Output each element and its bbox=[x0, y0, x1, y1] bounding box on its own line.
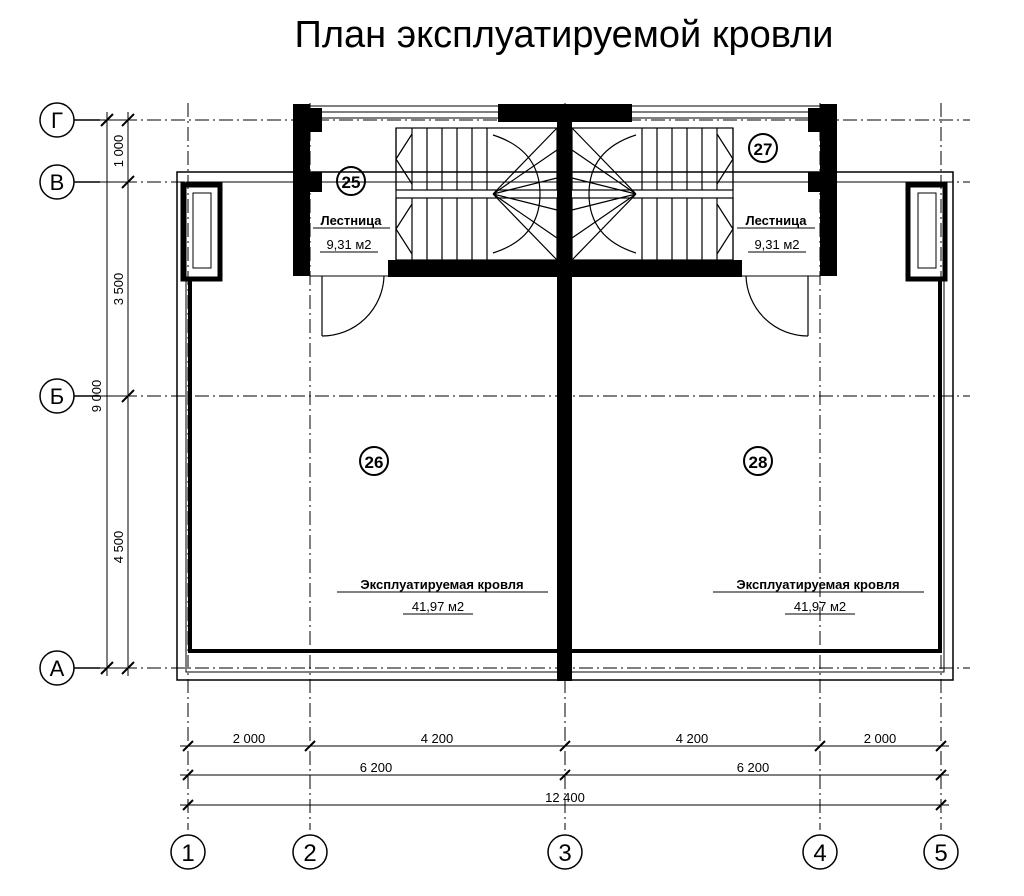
axis-label-v: В bbox=[50, 170, 65, 195]
room-area-28: 41,97 м2 bbox=[794, 599, 846, 614]
dim-h-6200-right: 6 200 bbox=[737, 760, 770, 775]
room-name-28: Эксплуатируемая кровля bbox=[736, 577, 899, 592]
stair-left bbox=[395, 127, 558, 261]
axis-label-b: Б bbox=[50, 384, 64, 409]
window-openings bbox=[310, 105, 820, 277]
dim-vertical-4500: 4 500 bbox=[111, 531, 126, 564]
stair-enclosure bbox=[293, 104, 837, 681]
room-area-26: 41,97 м2 bbox=[412, 599, 464, 614]
dim-h-2000-left: 2 000 bbox=[233, 731, 266, 746]
axis-label-g: Г bbox=[51, 108, 63, 133]
room-name-27: Лестница bbox=[745, 213, 807, 228]
left-stair-wall-pier bbox=[305, 108, 322, 132]
top-wall-segment bbox=[498, 104, 632, 122]
drawing-title: План эксплуатируемой кровли bbox=[294, 14, 834, 56]
vent-shaft-right bbox=[905, 182, 948, 282]
right-stair-wall-pier bbox=[808, 172, 825, 192]
stair-right bbox=[571, 127, 734, 261]
room-number-25: 25 bbox=[342, 173, 361, 192]
vertical-dimension-chain bbox=[99, 112, 136, 676]
left-stair-wall-pier bbox=[305, 172, 322, 192]
axis-label-3: 3 bbox=[558, 840, 571, 867]
room-area-27: 9,31 м2 bbox=[754, 237, 799, 252]
room-name-25: Лестница bbox=[320, 213, 382, 228]
dim-h-6200-left: 6 200 bbox=[360, 760, 393, 775]
axis-label-4: 4 bbox=[813, 840, 826, 867]
right-stair-wall-pier bbox=[808, 108, 825, 132]
door-right bbox=[745, 275, 809, 337]
horizontal-dimension-chain bbox=[180, 740, 949, 811]
dim-vertical-1000: 1 000 bbox=[111, 135, 126, 168]
room-name-26: Эксплуатируемая кровля bbox=[360, 577, 523, 592]
dim-vertical-total: 9 000 bbox=[89, 380, 104, 413]
room-number-26: 26 bbox=[365, 453, 384, 472]
axis-bubbles bbox=[39, 102, 959, 870]
axis-label-1: 1 bbox=[181, 840, 194, 867]
vent-shaft-left bbox=[180, 182, 223, 282]
axis-label-2: 2 bbox=[303, 840, 316, 867]
left-stair-wall bbox=[293, 104, 310, 276]
dim-vertical-3500: 3 500 bbox=[111, 273, 126, 306]
room-area-25: 9,31 м2 bbox=[326, 237, 371, 252]
room-number-27: 27 bbox=[754, 140, 773, 159]
party-wall bbox=[557, 118, 572, 681]
axis-label-5: 5 bbox=[934, 840, 947, 867]
dim-h-total: 12 400 bbox=[545, 790, 585, 805]
dim-h-4200-right: 4 200 bbox=[676, 731, 709, 746]
dim-h-4200-left: 4 200 bbox=[421, 731, 454, 746]
door-left bbox=[321, 275, 385, 337]
room-number-28: 28 bbox=[749, 453, 768, 472]
dim-h-2000-right: 2 000 bbox=[864, 731, 897, 746]
room-label-underlines bbox=[313, 227, 924, 615]
right-stair-wall bbox=[820, 104, 837, 276]
axis-label-a: А bbox=[50, 656, 65, 681]
room-number-circles bbox=[336, 133, 778, 476]
